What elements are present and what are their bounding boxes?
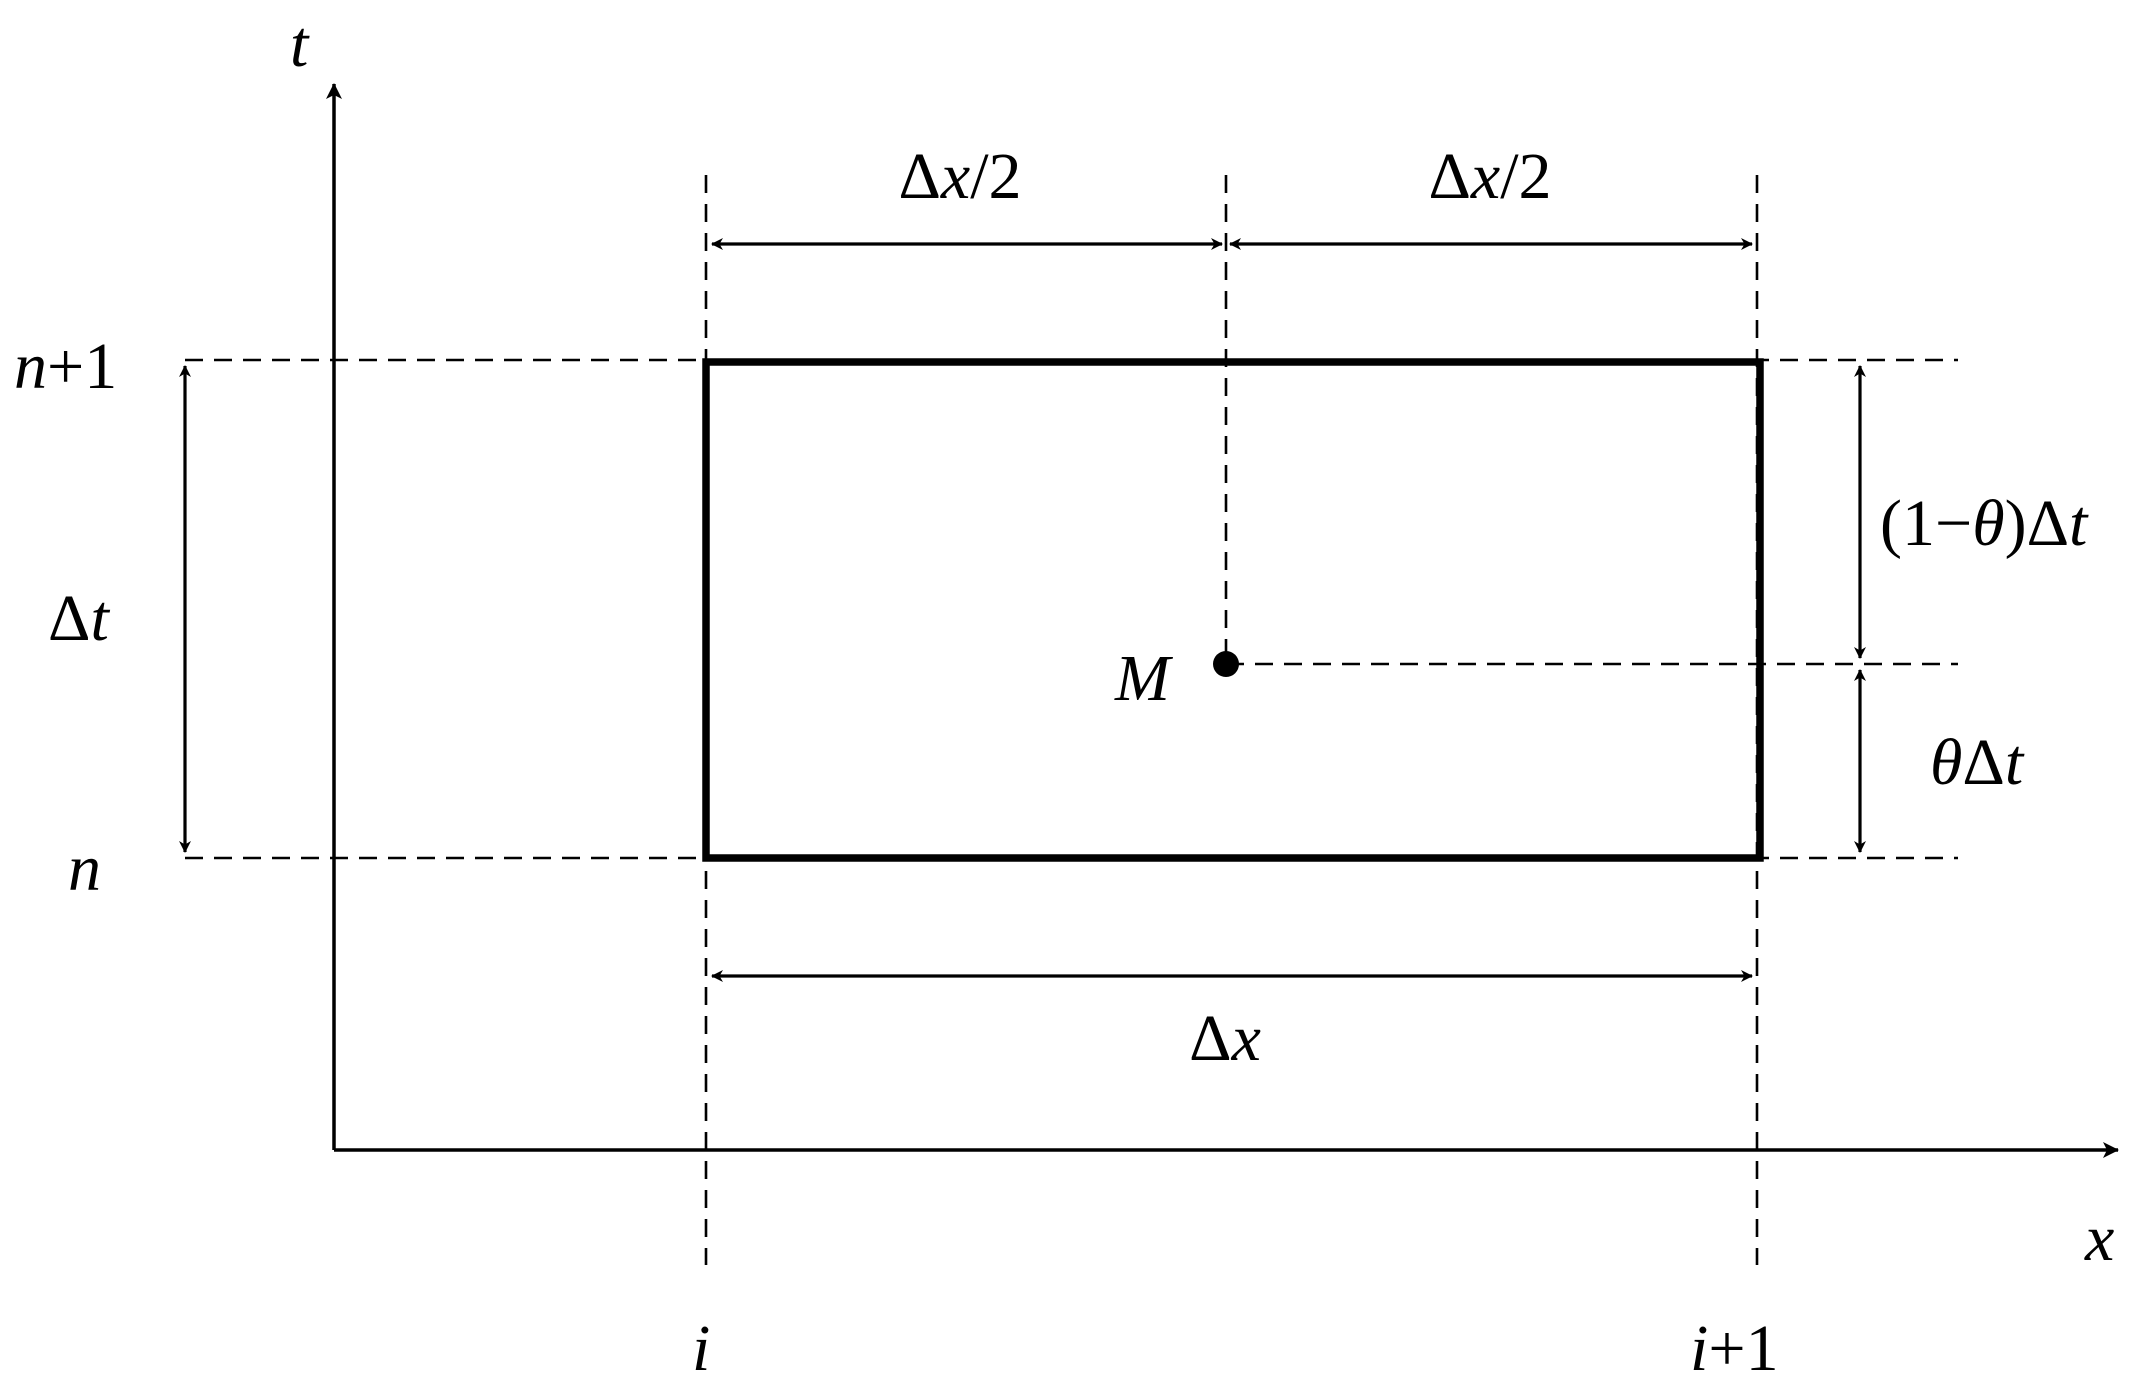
lower-part-label: θΔt — [1930, 726, 2025, 799]
space-level-left-label: i — [692, 1312, 710, 1384]
half-dx-left-label: Δx/2 — [898, 140, 1021, 213]
point-m-dot — [1213, 651, 1239, 677]
half-dx-right-label: Δx/2 — [1428, 140, 1551, 213]
space-level-right-label: i+1 — [1690, 1312, 1779, 1384]
computational-cell — [702, 358, 1764, 862]
x-axis-label: x — [2084, 1202, 2114, 1275]
time-level-upper-label: n+1 — [14, 330, 117, 403]
time-level-lower-label: n — [68, 832, 101, 905]
dx-label: Δx — [1189, 1002, 1261, 1075]
dt-label: Δt — [48, 582, 110, 655]
t-axis-label: t — [290, 8, 310, 81]
point-m-label: M — [1114, 642, 1174, 715]
upper-part-label: (1−θ)Δt — [1880, 487, 2089, 560]
